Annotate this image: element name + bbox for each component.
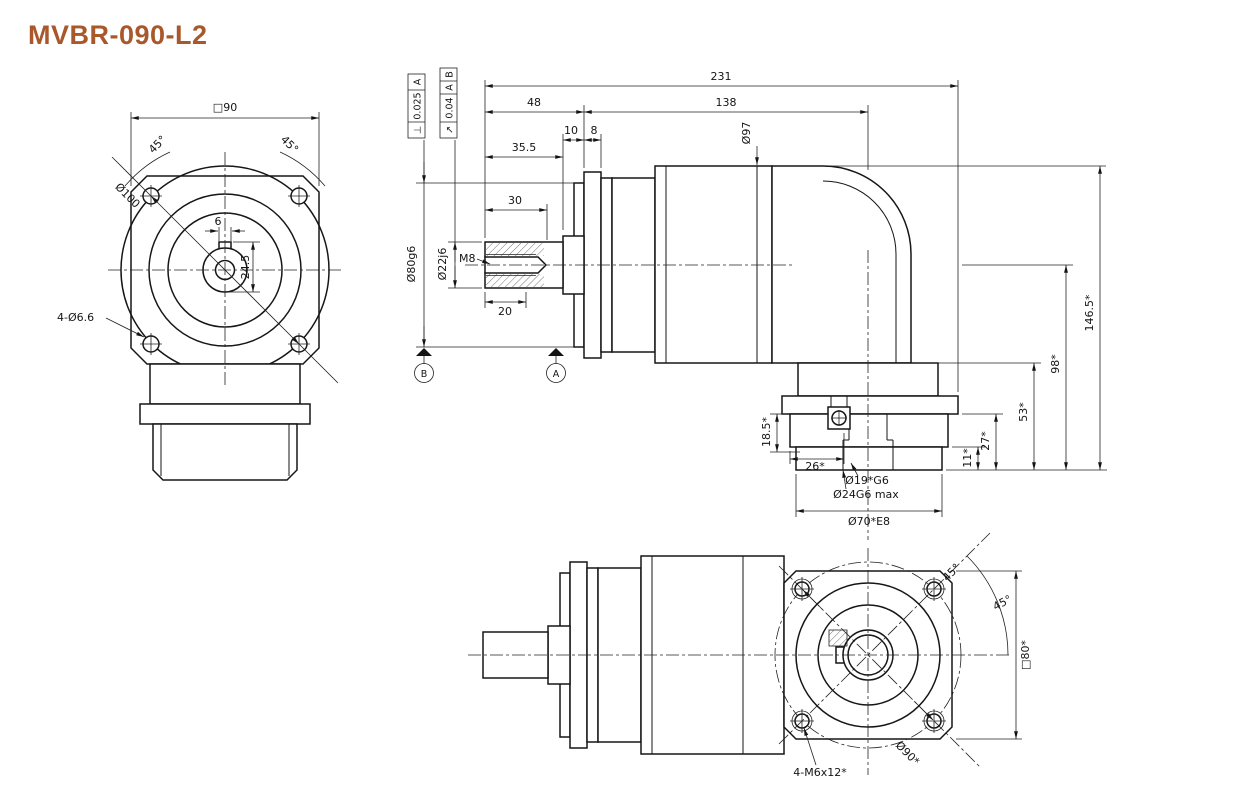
tol-runout-datum2: B: [445, 71, 456, 78]
dim-square-90: □90: [213, 101, 237, 114]
datum-a-label: A: [553, 369, 560, 380]
tolerance-frame-runout: ↗ 0.04 A B: [439, 67, 458, 139]
dim-h146-5: 146.5*: [1083, 294, 1096, 331]
front-dimensions: □90 45° 45° Ø100 4-Ø6.6 6 24.5: [57, 101, 339, 384]
front-view: □90 45° 45° Ø100 4-Ø6.6 6 24.5: [57, 101, 342, 481]
tol-perp-symbol: ⊥: [413, 126, 424, 134]
barrel: [654, 165, 773, 364]
dim-h27: 27*: [979, 431, 992, 451]
output-flange: [781, 395, 959, 415]
keyway-section-detail: [828, 629, 848, 647]
tapped-hole-m8: [484, 256, 548, 274]
dim-shaft-length: 35.5: [512, 141, 537, 154]
dim-30: 30: [508, 194, 522, 207]
dim-pilot-dia: Ø80g6: [405, 246, 418, 283]
dim-10: 10: [564, 124, 578, 137]
dim-key-height: 24.5: [239, 255, 252, 280]
drawing-title: MVBR-090-L2: [28, 20, 208, 50]
dim-spigot-70: Ø70*E8: [848, 515, 890, 528]
tol-perp-value: 0.025: [413, 92, 424, 119]
section-hatch-top: [486, 243, 544, 256]
bv-diagonal-2: [778, 532, 991, 745]
dim-holes-m6: 4-M6x12*: [793, 766, 847, 779]
dim-angle-a: 45°: [991, 593, 1014, 614]
tol-runout-value: 0.04: [445, 97, 456, 118]
dim-20: 20: [498, 305, 512, 318]
dim-bolt-circle-90: Ø90*: [893, 739, 922, 768]
dim-h11: 11*: [961, 448, 974, 468]
tol-perp-datum: A: [413, 78, 424, 85]
dim-8: 8: [591, 124, 598, 137]
dim-26: 26*: [805, 460, 825, 473]
dim-body-length: 138: [716, 96, 737, 109]
side-view: 231 48 138 10 8 35.5 30 20 Ø80g6: [405, 67, 1107, 540]
datum-a-flag: A: [546, 348, 566, 383]
output-body: [789, 413, 949, 448]
corner-housing: [771, 165, 912, 364]
tol-runout-symbol: ↗: [445, 126, 456, 134]
section-hatch-bottom: [486, 274, 544, 287]
dim-h53: 53*: [1017, 402, 1030, 422]
tol-runout-datum1: A: [445, 84, 456, 91]
datum-b-label: B: [421, 369, 428, 380]
dim-key-width: 6: [215, 215, 222, 228]
front-lower-body: [139, 363, 311, 481]
side-dimensions: 231 48 138 10 8 35.5 30 20 Ø80g6: [405, 70, 1102, 528]
dim-bore-19: Ø19*G6: [845, 474, 889, 487]
set-screw: [827, 396, 851, 430]
dim-square-80: □80*: [1019, 640, 1032, 670]
bottom-view: □80* Ø90* 4-M6x12* 45° 45°: [468, 532, 1032, 779]
dim-bore-24: Ø24G6 max: [833, 488, 899, 501]
dim-body-dia: Ø97: [740, 122, 753, 145]
dim-holes-4x6-6: 4-Ø6.6: [57, 311, 94, 324]
datum-b-flag: B: [414, 348, 434, 383]
flange-square-outline: [130, 175, 320, 365]
dim-thread-m8: M8: [459, 252, 476, 265]
dim-angle-left: 45°: [146, 133, 169, 156]
side-extension-lines: [416, 80, 1107, 517]
tolerance-frame-perpendicularity: ⊥ 0.025 A: [407, 73, 426, 139]
dim-h98: 98*: [1049, 354, 1062, 374]
dim-shaft-dia: Ø22j6: [436, 248, 449, 281]
dim-front-length: 48: [527, 96, 541, 109]
dim-18-5: 18.5*: [760, 417, 773, 447]
dim-total-length: 231: [711, 70, 732, 83]
